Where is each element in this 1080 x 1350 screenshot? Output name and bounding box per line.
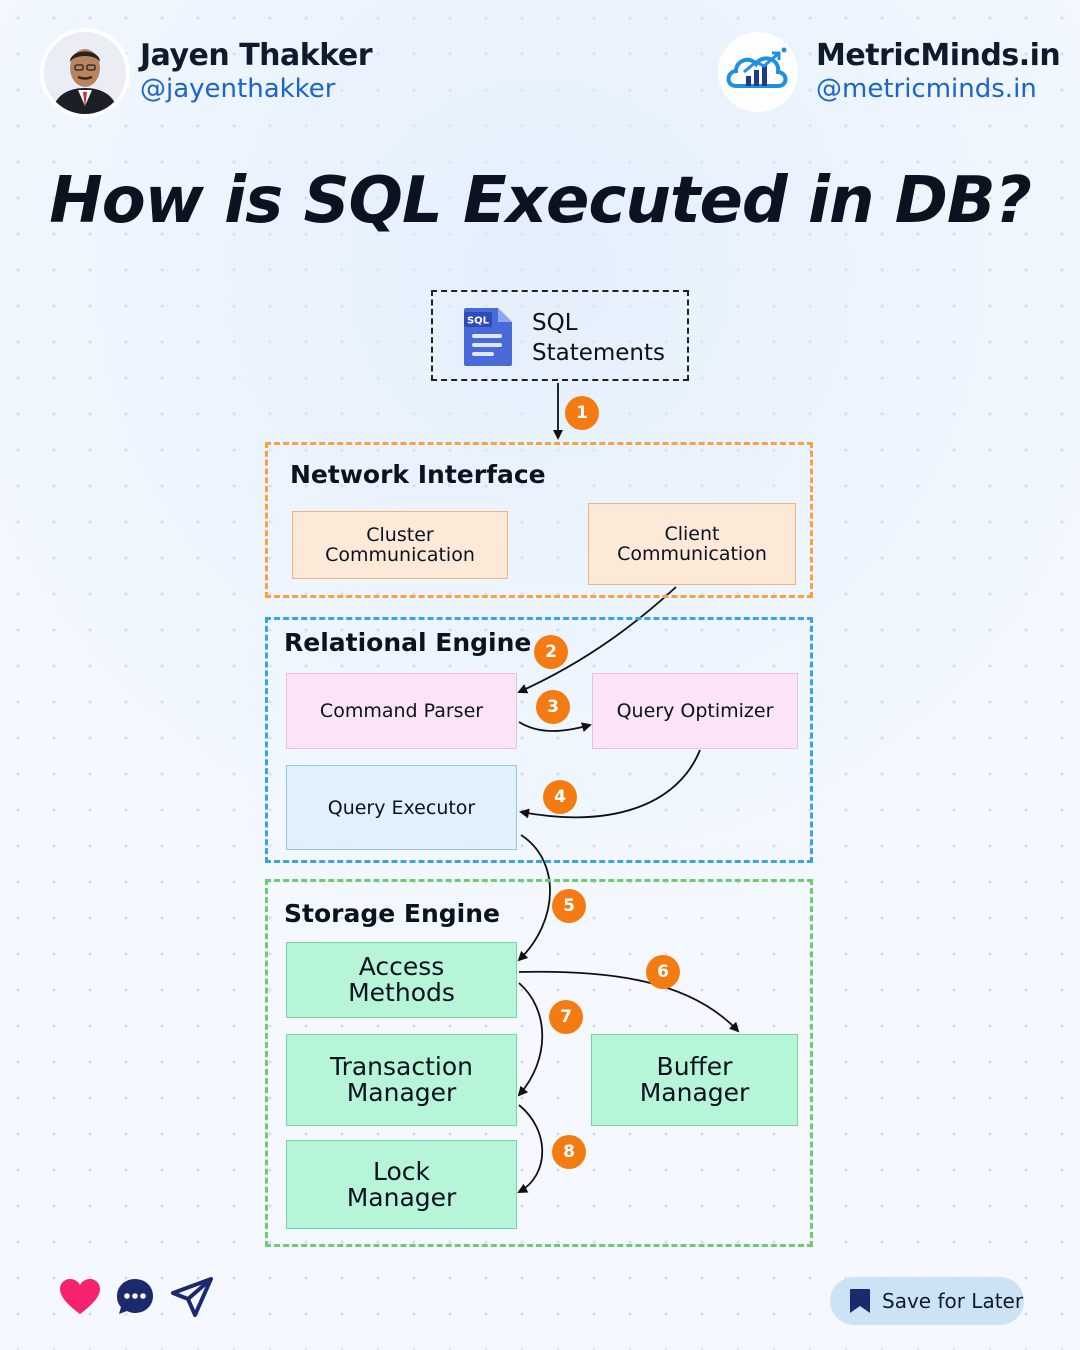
transaction-manager-node: Transaction Manager	[286, 1034, 517, 1126]
step-badge-4: 4	[543, 780, 577, 814]
arrow-step-5	[517, 834, 551, 962]
arrow-step-8	[517, 1104, 543, 1193]
step-badge-2: 2	[534, 635, 568, 669]
network-interface-title: Network Interface	[290, 460, 546, 489]
storage-engine-title: Storage Engine	[284, 899, 500, 928]
arrow-step-3	[518, 721, 592, 732]
arrow-step-2	[517, 586, 677, 694]
step-badge-3: 3	[536, 690, 570, 724]
network-interface-section	[265, 442, 813, 598]
client-communication-node: Client Communication	[588, 503, 796, 585]
step-badge-8: 8	[552, 1135, 586, 1169]
svg-text:SQL: SQL	[467, 316, 490, 327]
step-badge-5: 5	[552, 889, 586, 923]
step-badge-1: 1	[565, 396, 599, 430]
access-methods-node: Access Methods	[286, 942, 517, 1018]
brand-handle[interactable]: @metricminds.in	[816, 74, 1037, 104]
save-for-later-button[interactable]: Save for Later	[830, 1277, 1024, 1325]
brand-name[interactable]: MetricMinds.in	[816, 38, 1061, 73]
arrow-step-7	[517, 982, 544, 1097]
lock-manager-node: Lock Manager	[286, 1140, 517, 1229]
author-avatar	[44, 32, 126, 114]
bookmark-icon	[850, 1289, 870, 1313]
buffer-manager-node: Buffer Manager	[591, 1034, 798, 1126]
sql-statements-label: SQL Statements	[532, 310, 666, 366]
query-executor-node: Query Executor	[286, 765, 517, 850]
author-handle[interactable]: @jayenthakker	[140, 74, 336, 104]
page-title: How is SQL Executed in DB?	[49, 164, 1032, 238]
save-for-later-label: Save for Later	[882, 1289, 1024, 1313]
sql-statements-box	[431, 290, 689, 381]
author-name[interactable]: Jayen Thakker	[140, 38, 373, 73]
brand-logo-icon	[718, 32, 798, 112]
arrow-step-6	[518, 970, 740, 1033]
step-badge-7: 7	[549, 1000, 583, 1034]
storage-engine-section	[265, 879, 813, 1247]
heart-icon[interactable]	[58, 1275, 102, 1319]
sql-file-icon: SQL	[460, 306, 516, 372]
arrow-step-4	[519, 749, 701, 819]
step-badge-6: 6	[646, 955, 680, 989]
query-optimizer-node: Query Optimizer	[592, 673, 798, 749]
send-icon[interactable]	[170, 1275, 214, 1319]
comment-icon[interactable]	[113, 1275, 157, 1319]
relational-engine-section	[265, 617, 813, 863]
cluster-communication-node: Cluster Communication	[292, 511, 508, 579]
relational-engine-title: Relational Engine	[284, 628, 532, 657]
command-parser-node: Command Parser	[286, 673, 517, 749]
